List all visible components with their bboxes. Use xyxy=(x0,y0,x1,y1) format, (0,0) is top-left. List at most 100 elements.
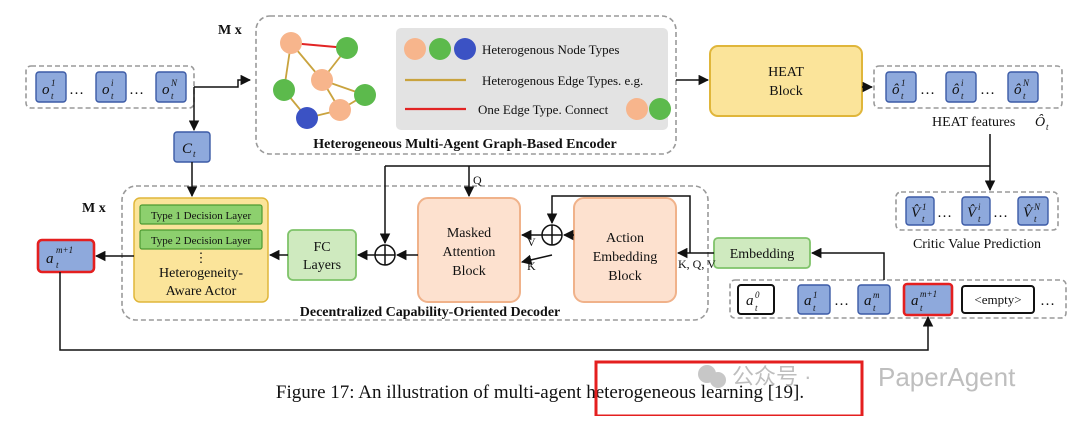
value-label: V xyxy=(527,235,536,249)
svg-text:t: t xyxy=(922,214,925,224)
graph-node-green xyxy=(273,79,295,101)
svg-text:o: o xyxy=(42,82,50,98)
action-token-a0: a 0 t xyxy=(737,284,775,315)
svg-text:t: t xyxy=(171,91,174,101)
svg-text:i: i xyxy=(961,78,964,88)
critic-ellipsis: … xyxy=(937,205,952,221)
svg-text:公众号 ·: 公众号 · xyxy=(732,364,811,389)
svg-text:t: t xyxy=(111,91,114,101)
decoder-title: Decentralized Capability-Oriented Decode… xyxy=(300,305,561,320)
encoder-repeat-label: M x xyxy=(218,23,242,38)
graph-node-orange xyxy=(280,32,302,54)
svg-text:m+1: m+1 xyxy=(56,245,73,255)
action-token-am1: a m+1 t xyxy=(902,282,954,317)
svg-text:m+1: m+1 xyxy=(920,289,937,299)
observation-token-i: o i t xyxy=(95,71,127,103)
svg-text:t: t xyxy=(813,303,816,313)
encoder-title: Heterogeneous Multi-Agent Graph-Based En… xyxy=(313,137,616,152)
svg-text:i: i xyxy=(111,78,114,88)
svg-text:t: t xyxy=(1046,122,1049,132)
observation-group xyxy=(25,65,195,109)
heat-features-group xyxy=(873,65,1063,109)
svg-text:1: 1 xyxy=(51,78,56,88)
masked-attention-block: Masked Attention Block xyxy=(417,197,521,303)
kqv-label: K, Q, V xyxy=(678,257,716,271)
critic-token-i: V̂ i t xyxy=(961,196,991,226)
svg-text:a: a xyxy=(804,293,812,309)
svg-text:t: t xyxy=(1023,91,1026,101)
heat-feature-token-n: ô N t xyxy=(1007,71,1039,103)
critic-token-n: V̂ N t xyxy=(1017,196,1049,226)
svg-text:i: i xyxy=(978,202,981,212)
action-embedding-block: Action Embedding Block xyxy=(573,197,677,303)
svg-text:t: t xyxy=(920,303,923,313)
svg-text:C: C xyxy=(182,141,193,157)
action-ellipsis: … xyxy=(1040,293,1055,309)
svg-text:Attention: Attention xyxy=(443,245,496,260)
embedding-block: Embedding xyxy=(713,237,811,269)
svg-text:<empty>: <empty> xyxy=(974,292,1021,307)
observation-ellipsis: … xyxy=(129,82,144,98)
svg-text:⋮: ⋮ xyxy=(195,250,208,265)
svg-text:t: t xyxy=(961,91,964,101)
type2-decision-layer xyxy=(139,229,263,250)
svg-text:HEAT: HEAT xyxy=(768,65,804,80)
svg-text:HEAT features: HEAT features xyxy=(932,115,1015,130)
svg-text:Action: Action xyxy=(606,231,644,246)
svg-text:Type 2 Decision Layer: Type 2 Decision Layer xyxy=(151,235,252,247)
graph-node-green xyxy=(336,37,358,59)
type1-decision-layer xyxy=(139,204,263,225)
add-operator xyxy=(374,244,396,266)
action-token-am: a m t xyxy=(857,284,891,315)
svg-text:Masked: Masked xyxy=(447,226,491,241)
heterogeneity-aware-actor: Type 1 Decision Layer Type 2 Decision La… xyxy=(133,197,269,303)
svg-text:ô: ô xyxy=(892,82,900,98)
svg-text:t: t xyxy=(755,303,758,313)
svg-text:t: t xyxy=(873,303,876,313)
output-action-token: a m+1 t xyxy=(36,238,96,274)
graph-illustration xyxy=(273,32,376,129)
action-token-a1: a 1 t xyxy=(797,284,831,315)
heat-feature-ellipsis: … xyxy=(980,82,995,98)
svg-text:Ô: Ô xyxy=(1035,113,1045,130)
svg-text:V̂: V̂ xyxy=(967,205,978,221)
heat-block: HEAT Block xyxy=(709,45,863,117)
empty-token: <empty> xyxy=(961,285,1035,314)
svg-text:t: t xyxy=(1034,214,1037,224)
legend-node-types: Heterogenous Node Types xyxy=(482,42,619,57)
graph-node-orange xyxy=(311,69,333,91)
svg-text:a: a xyxy=(46,251,54,267)
svg-text:a: a xyxy=(864,293,872,309)
svg-text:t: t xyxy=(56,260,59,270)
svg-text:Block: Block xyxy=(452,264,485,279)
svg-text:1: 1 xyxy=(813,290,818,300)
svg-text:Embedding: Embedding xyxy=(730,247,795,262)
svg-text:V̂: V̂ xyxy=(1023,205,1034,221)
svg-text:Heterogeneity-: Heterogeneity- xyxy=(159,266,243,281)
svg-text:a: a xyxy=(911,293,919,309)
legend: Heterogenous Node Types Heterogenous Edg… xyxy=(396,28,671,130)
observation-token-1: o 1 t xyxy=(35,71,67,103)
svg-text:0: 0 xyxy=(755,290,760,300)
critic-ellipsis: … xyxy=(993,205,1008,221)
critic-token-1: V̂ 1 t xyxy=(905,196,935,226)
heat-feature-token-1: ô 1 t xyxy=(885,71,917,103)
observation-ellipsis: … xyxy=(69,82,84,98)
graph-node-orange xyxy=(329,99,351,121)
svg-text:m: m xyxy=(873,290,880,300)
svg-text:Aware Actor: Aware Actor xyxy=(166,284,237,299)
heat-features-caption: HEAT features Ô t xyxy=(932,113,1049,132)
query-label: Q xyxy=(473,173,482,187)
svg-text:t: t xyxy=(901,91,904,101)
heat-feature-token-i: ô i t xyxy=(945,71,977,103)
svg-text:Block: Block xyxy=(608,269,641,284)
svg-text:o: o xyxy=(162,82,170,98)
graph-node-blue xyxy=(296,107,318,129)
svg-text:ô: ô xyxy=(952,82,960,98)
svg-text:Embedding: Embedding xyxy=(593,250,658,265)
svg-text:Type 1 Decision Layer: Type 1 Decision Layer xyxy=(151,210,252,222)
legend-edge-types: Heterogenous Edge Types. e.g. xyxy=(482,73,643,88)
svg-text:N: N xyxy=(1033,202,1041,212)
svg-text:ô: ô xyxy=(1014,82,1022,98)
action-sequence-group xyxy=(729,279,1067,319)
